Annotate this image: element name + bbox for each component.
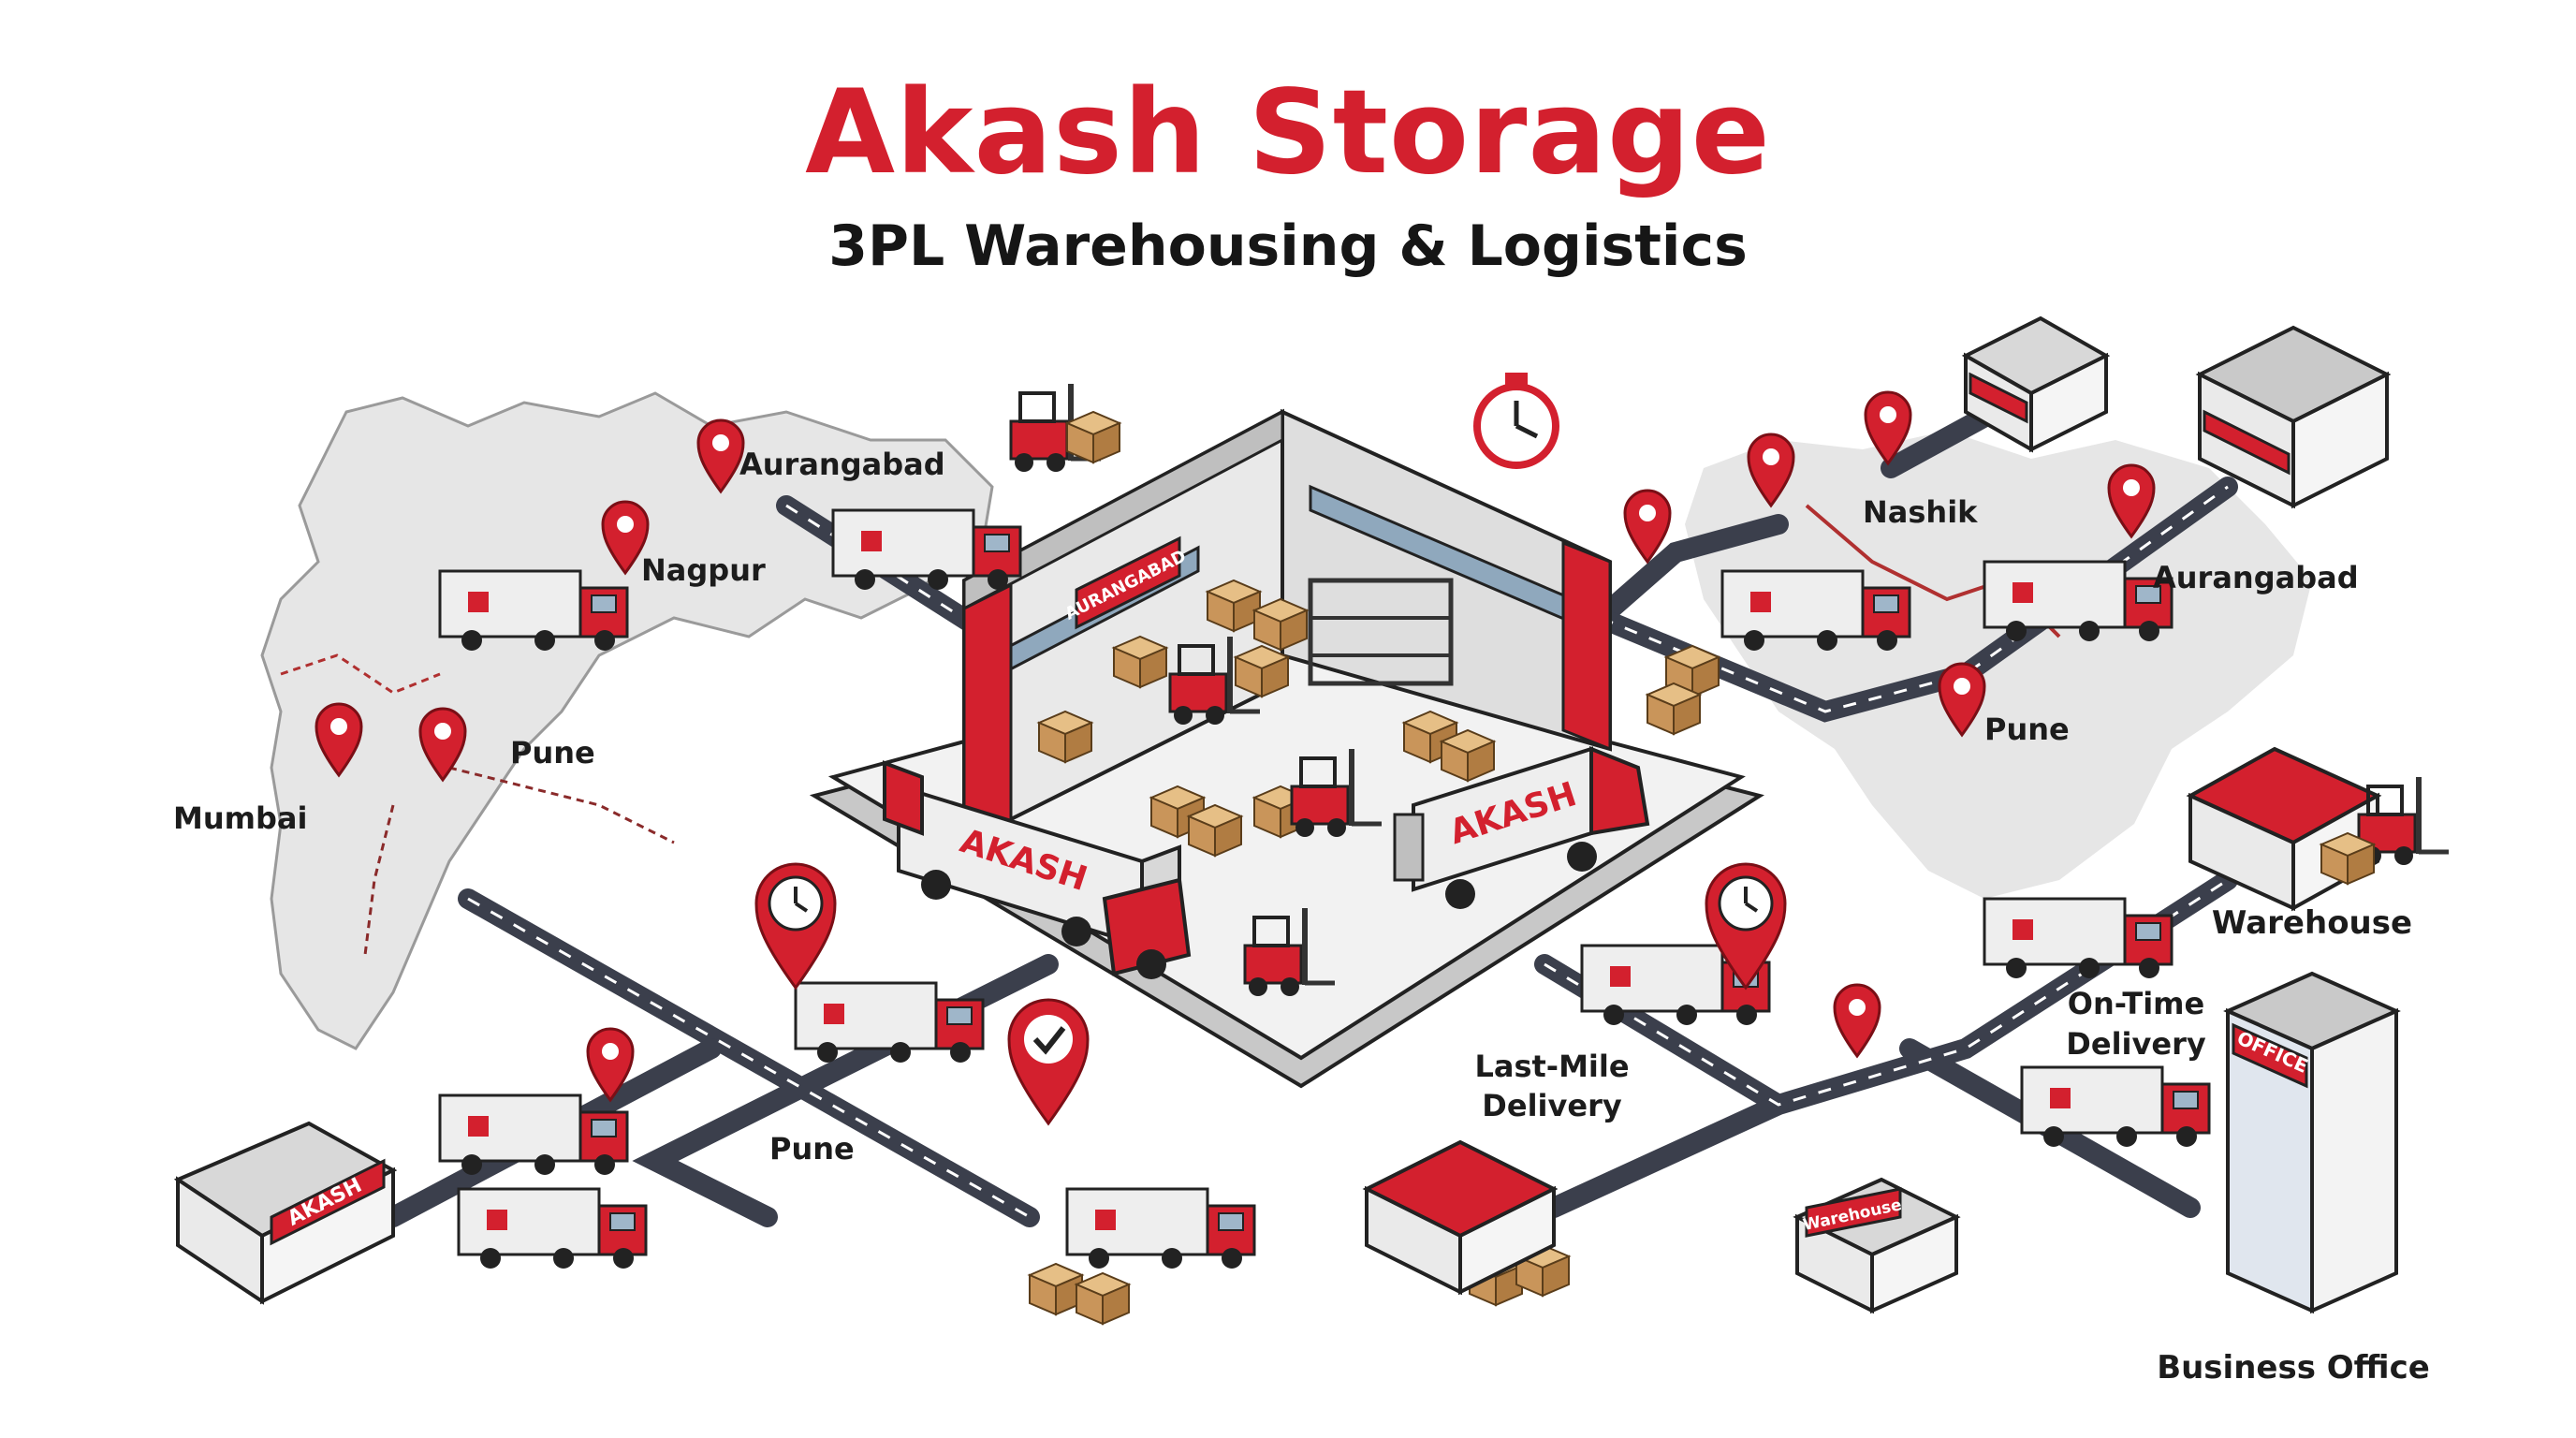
stopwatch-icon — [1473, 373, 1559, 469]
label-pune-left: Pune — [510, 735, 595, 770]
page-title: Akash Storage — [805, 66, 1771, 200]
label-business-office: Business Office — [2157, 1349, 2430, 1387]
label-warehouse: Warehouse — [2212, 904, 2412, 942]
check-pin-icon — [1007, 998, 1090, 1126]
shopping-cart-store — [1362, 1139, 1559, 1296]
truck-office — [2020, 1065, 2211, 1149]
top-right-store-building — [2195, 325, 2392, 509]
label-pune-right: Pune — [1984, 712, 2070, 747]
page-subtitle: 3PL Warehousing & Logistics — [828, 213, 1748, 279]
label-last-mile-2: Delivery — [1482, 1088, 1622, 1123]
truck-bottom-left — [457, 1187, 648, 1270]
office-tower: OFFICE — [2223, 971, 2401, 1314]
label-aurangabad-right: Aurangabad — [2153, 560, 2359, 595]
label-mumbai: Mumbai — [173, 800, 307, 836]
hub-truck-left: AKASH — [883, 760, 1192, 979]
truck-bottom-center — [1065, 1187, 1256, 1270]
label-on-time-2: Delivery — [2066, 1026, 2206, 1062]
label-last-mile-1: Last-Mile — [1474, 1049, 1629, 1084]
label-pune-route: Pune — [769, 1131, 855, 1167]
top-store-building — [1961, 315, 2111, 453]
label-on-time-1: On-Time — [2068, 986, 2204, 1021]
pin-delivery — [1833, 983, 1881, 1058]
clock-pin-icon-left — [754, 862, 837, 990]
label-nashik: Nashik — [1863, 494, 1978, 530]
label-aurangabad-left: Aurangabad — [739, 447, 945, 482]
label-nagpur: Nagpur — [641, 552, 766, 588]
hub-shelving — [1308, 578, 1454, 686]
small-warehouse-building: Warehouse — [1793, 1177, 1961, 1314]
hub-truck-right: AKASH — [1393, 746, 1650, 909]
warehouse-building — [2186, 746, 2382, 912]
akash-store-building: AKASH — [173, 1121, 398, 1305]
left-region-map — [260, 391, 994, 1050]
